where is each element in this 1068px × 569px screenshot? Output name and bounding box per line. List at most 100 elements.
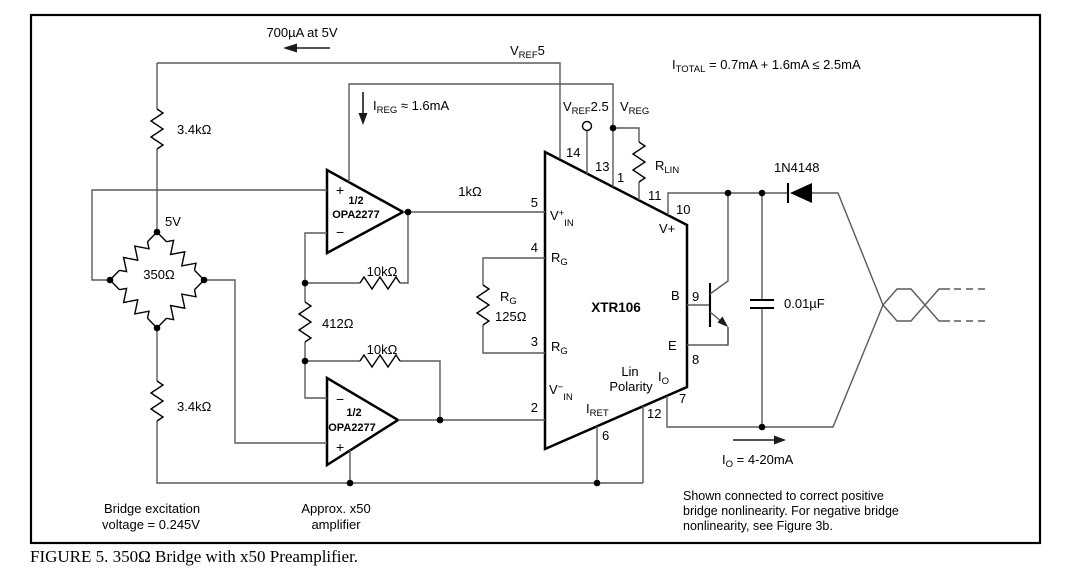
- pin-2: 2: [531, 400, 538, 415]
- label-700ua: 700µA at 5V: [266, 25, 337, 40]
- label-r-10k-bottom: 10kΩ: [367, 342, 398, 357]
- label-r-412: 412Ω: [322, 316, 354, 331]
- opamp1-minus-sign: −: [336, 224, 344, 240]
- label-rg-value: 125Ω: [495, 309, 527, 324]
- amp-note2: amplifier: [311, 517, 361, 532]
- resistors: [109, 108, 646, 422]
- ic-label-lin1: Lin: [621, 364, 638, 379]
- label-r-1k: 1kΩ: [458, 184, 482, 199]
- opamp1-triangle: [325, 167, 406, 256]
- wire-vplus-bus: [667, 192, 788, 215]
- ic-label-rg-bottom: RG: [551, 339, 568, 357]
- label-ireg: IREG ≈ 1.6mA: [373, 98, 449, 116]
- label-rg-ext: RG: [500, 289, 517, 307]
- label-vreg: VREG: [620, 99, 649, 117]
- diode-1n4148: [786, 183, 812, 203]
- pin-8: 8: [692, 352, 699, 367]
- ic-label-io: IO: [658, 369, 669, 387]
- pin-13: 13: [595, 159, 609, 174]
- opamp2-plus-sign: +: [336, 439, 344, 455]
- bridge-350: [109, 231, 205, 329]
- opamp2-minus-sign: −: [336, 391, 344, 407]
- pin-9: 9: [692, 289, 699, 304]
- pin-14: 14: [566, 145, 580, 160]
- label-vref25: VREF2.5: [563, 99, 609, 117]
- wire-bridge-right-to-opamp2: [204, 279, 327, 444]
- label-r-3k4-top: 3.4kΩ: [177, 122, 212, 137]
- label-itotal: ITOTAL = 0.7mA + 1.6mA ≤ 2.5mA: [672, 57, 861, 75]
- arrow-io: [733, 435, 786, 445]
- wire-pin8-emitter: [687, 327, 729, 346]
- label-io-out: IO = 4-20mA: [722, 452, 794, 470]
- bridge-note2: voltage = 0.245V: [102, 517, 200, 532]
- wires: [91, 62, 990, 484]
- ic-label-rg-top: RG: [551, 250, 568, 268]
- junction-dots: [106, 124, 766, 487]
- pin-12: 12: [647, 406, 661, 421]
- label-bridge-5v: 5V: [165, 214, 181, 229]
- opamp2-triangle: [325, 375, 401, 468]
- wire-iret-bus: [156, 421, 643, 484]
- resistor-rg: [476, 284, 490, 326]
- opamp2-half: 1/2: [346, 407, 361, 419]
- pin-7: 7: [679, 391, 686, 406]
- vref25-terminal: [581, 120, 593, 132]
- wire-vreg-supply: [348, 83, 614, 187]
- resistor-rlin: [632, 141, 646, 183]
- ic-label-vin-pos: V+IN: [550, 208, 574, 229]
- resistor-3k4-top: [150, 108, 164, 150]
- current-arrows: [283, 43, 786, 445]
- wire-opamp1-minus: [304, 232, 327, 302]
- note-line2: bridge nonlinearity. For negative bridge: [683, 504, 899, 518]
- ic-label-name: XTR106: [591, 300, 641, 315]
- label-vref5: VREF5: [510, 43, 545, 61]
- note-line3: nonlinearity, see Figure 3b.: [683, 519, 833, 533]
- figure-caption: FIGURE 5. 350Ω Bridge with x50 Preamplif…: [30, 547, 358, 566]
- note-line1: Shown connected to correct positive: [683, 489, 884, 503]
- wire-feedback1: [305, 212, 409, 284]
- wire-loop-return: [666, 288, 950, 428]
- pin-4: 4: [531, 240, 538, 255]
- opamp1-plus-sign: +: [336, 182, 344, 198]
- wire-top-bus: [157, 62, 561, 159]
- npn-transistor: [708, 193, 729, 345]
- wire-rlin-pin11: [613, 127, 640, 200]
- label-capacitor: 0.01µF: [784, 296, 825, 311]
- label-r-3k4-bottom: 3.4kΩ: [177, 399, 212, 414]
- pin-1: 1: [617, 170, 624, 185]
- bridge-note1: Bridge excitation: [104, 501, 200, 516]
- label-diode: 1N4148: [774, 160, 820, 175]
- ic-label-b: B: [671, 288, 680, 303]
- wire-rg-loop: [482, 257, 545, 354]
- ic-xtr106-body: [543, 149, 689, 451]
- arrow-700ua: [283, 43, 330, 53]
- resistor-412: [298, 301, 312, 343]
- pin-6: 6: [602, 428, 609, 443]
- label-r-10k-top: 10kΩ: [367, 264, 398, 279]
- wire-loop-plus: [812, 192, 950, 322]
- wire-412-to-node: [304, 342, 327, 399]
- opamp1-name: OPA2277: [332, 209, 380, 221]
- pin-10: 10: [676, 202, 690, 217]
- figure-border: [29, 13, 1042, 545]
- wire-bridge-left-to-opamp1: [91, 189, 327, 281]
- discretes: [581, 120, 812, 345]
- capacitor-001uf: [750, 298, 774, 310]
- ic-label-vplus: V+: [659, 221, 675, 236]
- pin-11: 11: [648, 188, 662, 203]
- ic-label-lin2: Polarity: [609, 379, 653, 394]
- opamp1-half: 1/2: [348, 195, 363, 207]
- label-rlin: RLIN: [655, 158, 679, 176]
- opamp2-name: OPA2277: [328, 422, 376, 434]
- ic-label-vin-neg: V−IN: [549, 382, 573, 403]
- label-bridge-350: 350Ω: [143, 267, 175, 282]
- amp-note1: Approx. x50: [301, 501, 370, 516]
- ic-label-iret: IRET: [586, 401, 609, 419]
- resistor-3k4-bottom: [150, 380, 164, 422]
- pin-3: 3: [531, 334, 538, 349]
- pin-5: 5: [531, 195, 538, 210]
- arrow-ireg: [358, 92, 368, 125]
- ic-label-e: E: [668, 338, 677, 353]
